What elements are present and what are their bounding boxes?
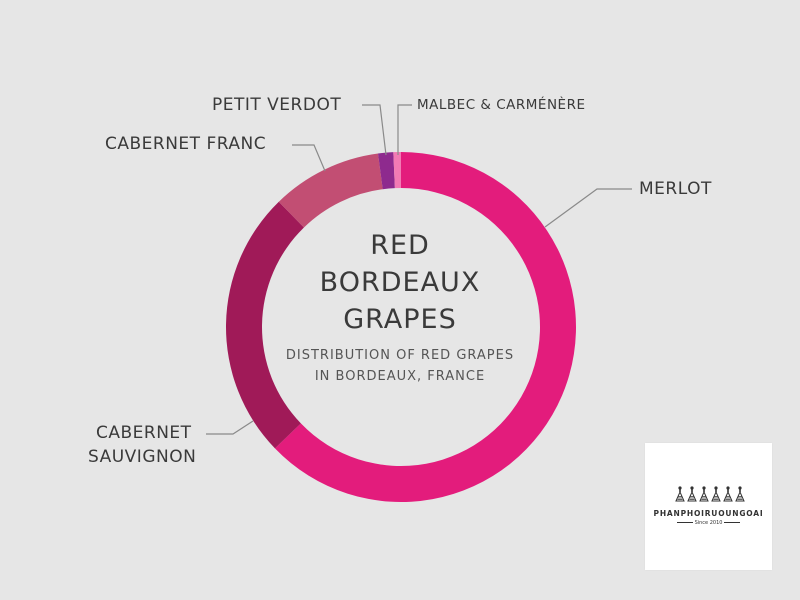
leader-line-cabernet-sauvignon bbox=[206, 420, 254, 435]
donut-segment-cabernet-sauvignon bbox=[225, 201, 304, 449]
wine-bottle-icon bbox=[687, 486, 697, 502]
chart-title-line1: RED bbox=[370, 230, 430, 261]
leader-line-merlot bbox=[544, 188, 632, 228]
brand-logo: PHANPHOIRUOUNGOAI Since 2010 bbox=[645, 443, 772, 570]
wine-bottle-icon bbox=[699, 486, 709, 502]
label-cabernet-franc: CABERNET FRANC bbox=[105, 134, 267, 154]
logo-since: Since 2010 bbox=[645, 520, 772, 526]
wine-bottle-icon bbox=[735, 486, 745, 502]
donut-segment-petit-verdot bbox=[377, 152, 395, 190]
wine-bottle-icon bbox=[711, 486, 721, 502]
logo-since-text: Since 2010 bbox=[694, 520, 723, 526]
label-malbec-carmenere: MALBEC & CARMÉNÈRE bbox=[417, 97, 586, 113]
donut-segment-cabernet-franc bbox=[278, 153, 383, 228]
donut-segment-malbec-carm-n-re bbox=[393, 152, 401, 189]
donut-segments bbox=[225, 152, 576, 502]
label-cabernet-sauvignon-line1: CABERNET bbox=[96, 423, 192, 443]
leader-lines bbox=[206, 104, 632, 435]
chart-subtitle: DISTRIBUTION OF RED GRAPES IN BORDEAUX, … bbox=[250, 345, 550, 387]
chart-subtitle-line1: DISTRIBUTION OF RED GRAPES bbox=[285, 348, 515, 363]
leader-line-malbec bbox=[397, 104, 412, 155]
leader-line-cabernet-franc bbox=[292, 144, 326, 172]
leader-line-petit-verdot bbox=[362, 104, 387, 156]
chart-subtitle-line2: IN BORDEAUX, FRANCE bbox=[314, 369, 486, 384]
label-cabernet-sauvignon-line2: SAUVIGNON bbox=[88, 447, 197, 467]
wine-bottles-icon bbox=[675, 486, 745, 502]
chart-title: RED BORDEAUX GRAPES bbox=[250, 227, 550, 338]
logo-rule-right bbox=[724, 522, 741, 523]
wine-bottle-icon bbox=[723, 486, 733, 502]
logo-rule-left bbox=[676, 522, 693, 523]
logo-brand-name: PHANPHOIRUOUNGOAI bbox=[653, 509, 764, 518]
wine-bottle-icon bbox=[675, 486, 685, 502]
chart-title-line3: GRAPES bbox=[343, 304, 457, 335]
label-petit-verdot: PETIT VERDOT bbox=[212, 95, 342, 115]
chart-title-line2: BORDEAUX bbox=[319, 267, 481, 298]
label-merlot: MERLOT bbox=[639, 179, 712, 199]
donut-segment-merlot bbox=[274, 152, 576, 502]
